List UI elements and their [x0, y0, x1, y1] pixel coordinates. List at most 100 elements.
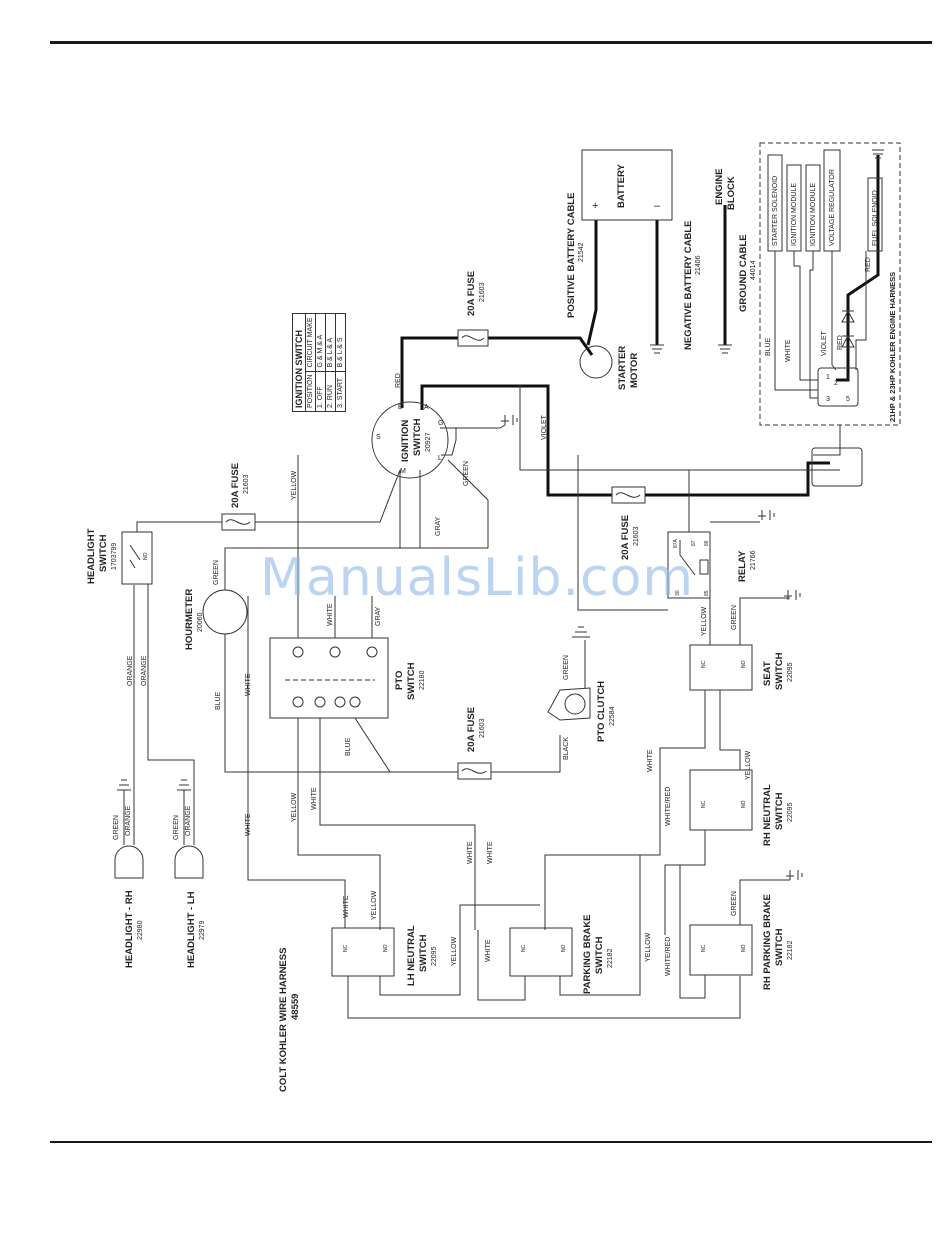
ignition-switch-body — [371, 401, 449, 479]
rhn-label-2: SWITCH — [774, 792, 785, 830]
wire-green-4: GREEN — [731, 605, 738, 630]
kohler-title: 21HP & 23HP KOHLER ENGINE HARNESS — [888, 271, 897, 422]
hllh-label: HEADLIGHT - LH — [186, 891, 197, 968]
fuse-pto-label: 20A FUSE — [466, 706, 477, 752]
kohler-im1: IGNITION MODULE — [791, 182, 798, 246]
rh-neutral-switch-box — [689, 769, 753, 831]
fuse-mid — [611, 486, 646, 504]
wire-green-3: GREEN — [563, 655, 570, 680]
watermark-text: ManualsLib.com — [260, 548, 695, 608]
wire-whitered-2: WHITE/RED — [665, 936, 672, 976]
diode-2 — [841, 334, 855, 348]
ign-r3b: B & L & S — [335, 314, 346, 372]
fuse-left-num: 21603 — [243, 474, 250, 494]
pbc-no: NO — [561, 944, 567, 953]
wire-yellow-1: YELLOW — [291, 470, 298, 500]
wire-white-3: WHITE — [647, 749, 654, 772]
rpb-nc: NC — [701, 944, 707, 952]
lhn-no: NO — [383, 944, 389, 953]
ignition-label-2: SWITCH — [412, 418, 423, 456]
fuse-top — [457, 329, 489, 347]
rhn-label-1: RH NEUTRAL — [762, 784, 773, 846]
fuse-pto — [457, 762, 492, 780]
kohler-connector — [817, 367, 859, 407]
wire-white-9: WHITE — [485, 939, 492, 962]
pto-clutch-label: PTO CLUTCH — [596, 680, 607, 742]
rhn-no: NO — [741, 800, 747, 809]
fuse-top-label: 20A FUSE — [466, 270, 477, 316]
seat-switch-box — [689, 644, 753, 691]
wire-white-k: WHITE — [785, 339, 792, 362]
hllh-num: 22979 — [199, 920, 206, 940]
lhn-label-2: SWITCH — [418, 934, 429, 972]
ground-cable-num: 44014 — [750, 260, 757, 280]
rhn-nc: NC — [701, 800, 707, 808]
engine-block-1: ENGINE — [714, 168, 725, 205]
headlight-lh-lamp — [174, 845, 204, 879]
wire-white-7: WHITE — [487, 841, 494, 864]
fuse-mid-num: 21603 — [633, 526, 640, 546]
rpb-num: 22182 — [787, 940, 794, 960]
kohler-fs: FUEL SOLENOID — [872, 190, 879, 246]
rpb-label-2: SWITCH — [774, 928, 785, 966]
pto-label-1: PTO — [394, 670, 405, 690]
ign-pin-l: L — [438, 455, 442, 462]
wire-yellow-2: YELLOW — [701, 606, 708, 636]
wire-white-5: WHITE — [311, 787, 318, 810]
ground-symbols — [117, 149, 884, 880]
ign-pin-s: S — [376, 434, 381, 441]
ign-r2b: B & L & A — [325, 314, 336, 372]
seat-label-1: SEAT — [762, 661, 773, 686]
relay-label: RELAY — [737, 550, 748, 582]
wire-red-k2: RED — [865, 257, 872, 272]
relay-86: 86 — [704, 540, 710, 546]
fuse-top-num: 21603 — [479, 282, 486, 302]
fuse-left — [221, 513, 256, 531]
neg-cable-num: 21406 — [695, 255, 702, 275]
harness-label-2: 48559 — [290, 993, 301, 1020]
wire-orange-1: ORANGE — [127, 655, 134, 686]
wire-whitered-1: WHITE/RED — [665, 786, 672, 826]
wire-orange-2: ORANGE — [141, 655, 148, 686]
kohler-harness-box — [759, 142, 901, 426]
seat-num: 22095 — [787, 662, 794, 682]
seat-no: NO — [741, 660, 747, 669]
relay-num: 21766 — [750, 550, 757, 570]
relay-87: 87 — [691, 540, 697, 546]
wire-blue-k: BLUE — [765, 337, 772, 356]
hourmeter — [202, 589, 248, 635]
ign-r3a: 3. START — [335, 371, 346, 412]
wire-yellow-6: YELLOW — [451, 936, 458, 966]
kc-4: 4 — [846, 376, 850, 383]
heavy-wiring — [400, 155, 880, 497]
pos-cable-num: 21542 — [578, 242, 585, 262]
hourmeter-num: 20060 — [197, 612, 204, 632]
pbc-label-1: PARKING BRAKE — [582, 914, 593, 994]
ign-table-title: IGNITION SWITCH — [292, 314, 306, 412]
rpb-no: NO — [741, 944, 747, 953]
fuse-left-label: 20A FUSE — [230, 462, 241, 508]
engine-block-2: BLOCK — [726, 176, 737, 210]
pto-label-2: SWITCH — [406, 662, 417, 700]
pbc-num: 22182 — [607, 948, 614, 968]
ign-pin-g: G — [438, 420, 444, 427]
battery-box — [581, 149, 673, 221]
seat-label-2: SWITCH — [774, 652, 785, 690]
fuel-solenoid-box — [867, 177, 883, 252]
seat-nc: NC — [701, 660, 707, 668]
starter-label-2: MOTOR — [629, 352, 640, 388]
hlrh-label: HEADLIGHT - RH — [124, 890, 135, 968]
hlsw-num: 1703799 — [111, 542, 118, 570]
lh-neutral-switch-box — [331, 927, 395, 977]
wire-white-2: WHITE — [245, 673, 252, 696]
ign-r1a: 1. OFF — [315, 371, 326, 412]
ign-r2a: 2. RUN — [325, 371, 336, 412]
pto-clutch-body — [547, 687, 591, 721]
chassis-connector — [811, 447, 863, 487]
pbc-nc: NC — [521, 944, 527, 952]
kc-2: 2 — [834, 380, 838, 387]
kc-1: 1 — [826, 374, 830, 381]
ground-cable-label: GROUND CABLE — [738, 234, 749, 312]
